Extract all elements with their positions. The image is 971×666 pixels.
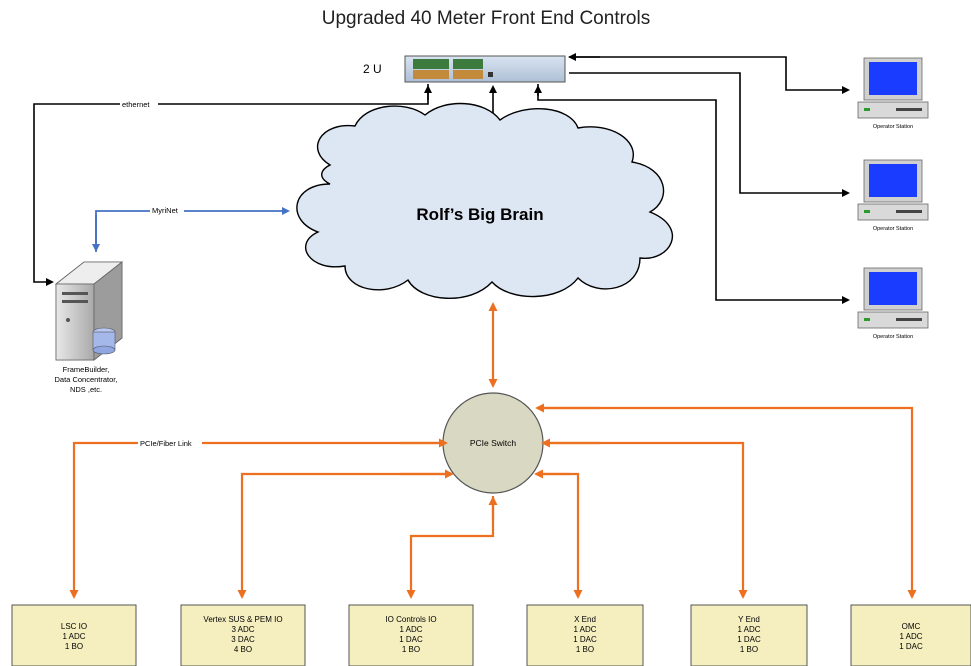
io-box-line: 1 DAC bbox=[899, 642, 923, 651]
diagram-title: Upgraded 40 Meter Front End Controls bbox=[322, 8, 650, 29]
cloud-label: Rolf’s Big Brain bbox=[416, 205, 543, 224]
big-brain-cloud: Rolf’s Big Brain bbox=[296, 102, 673, 300]
operator-station-label: Operator Station bbox=[873, 226, 913, 232]
io-box-io-controls: IO Controls IO 1 ADC 1 DAC 1 BO bbox=[348, 604, 474, 666]
io-box-line: 1 ADC bbox=[573, 625, 596, 634]
myrinet-link: MyriNet bbox=[92, 205, 290, 252]
io-box-omc: OMC 1 ADC 1 DAC bbox=[850, 604, 971, 666]
io-box-line: 1 BO bbox=[65, 642, 83, 651]
ethernet-link: ethernet bbox=[33, 84, 432, 286]
io-box-line: 1 BO bbox=[402, 645, 420, 654]
framebuilder-line2: Data Concentrator, bbox=[55, 375, 118, 384]
io-box-title: Y End bbox=[738, 615, 760, 624]
io-box-line: 3 ADC bbox=[231, 625, 254, 634]
io-box-title: IO Controls IO bbox=[385, 615, 436, 624]
rack-chassis: 2 U bbox=[363, 55, 566, 83]
io-box-line: 3 DAC bbox=[231, 635, 255, 644]
fiber-label: PCIe/Fiber Link bbox=[140, 439, 192, 448]
io-box-title: Vertex SUS & PEM IO bbox=[203, 615, 282, 624]
operator-station-3: Operator Station bbox=[857, 267, 929, 340]
operator-station-label: Operator Station bbox=[873, 334, 913, 340]
io-box-lsc: LSC IO 1 ADC 1 BO bbox=[11, 604, 137, 666]
io-box-y-end: Y End 1 ADC 1 DAC 1 BO bbox=[690, 604, 808, 666]
io-box-x-end: X End 1 ADC 1 DAC 1 BO bbox=[526, 604, 644, 666]
io-box-line: 1 BO bbox=[740, 645, 758, 654]
io-box-vertex: Vertex SUS & PEM IO 3 ADC 3 DAC 4 BO bbox=[180, 604, 306, 666]
io-box-title: OMC bbox=[902, 622, 921, 631]
io-box-line: 1 BO bbox=[576, 645, 594, 654]
io-box-line: 1 DAC bbox=[399, 635, 423, 644]
io-box-line: 1 ADC bbox=[737, 625, 760, 634]
myrinet-label: MyriNet bbox=[152, 206, 179, 215]
operator-station-1: Operator Station bbox=[857, 57, 929, 130]
operator-station-label: Operator Station bbox=[873, 124, 913, 130]
io-box-line: 4 BO bbox=[234, 645, 252, 654]
io-box-line: 1 ADC bbox=[899, 632, 922, 641]
operator-links bbox=[534, 53, 850, 304]
io-box-title: LSC IO bbox=[61, 622, 87, 631]
framebuilder-line1: FrameBuilder, bbox=[63, 365, 110, 374]
pcie-switch: PCIe Switch bbox=[442, 392, 544, 494]
switch-label: PCIe Switch bbox=[470, 438, 517, 448]
io-box-line: 1 DAC bbox=[573, 635, 597, 644]
io-box-title: X End bbox=[574, 615, 596, 624]
rack-label: 2 U bbox=[363, 62, 382, 76]
ethernet-label: ethernet bbox=[122, 100, 150, 109]
framebuilder-server: FrameBuilder, Data Concentrator, NDS ,et… bbox=[55, 261, 124, 394]
io-box-line: 1 ADC bbox=[62, 632, 85, 641]
operator-station-2: Operator Station bbox=[857, 159, 929, 232]
framebuilder-line3: NDS ,etc. bbox=[70, 385, 102, 394]
io-box-line: 1 DAC bbox=[737, 635, 761, 644]
io-box-line: 1 ADC bbox=[399, 625, 422, 634]
pcie-links: PCIe/Fiber Link bbox=[69, 403, 917, 599]
